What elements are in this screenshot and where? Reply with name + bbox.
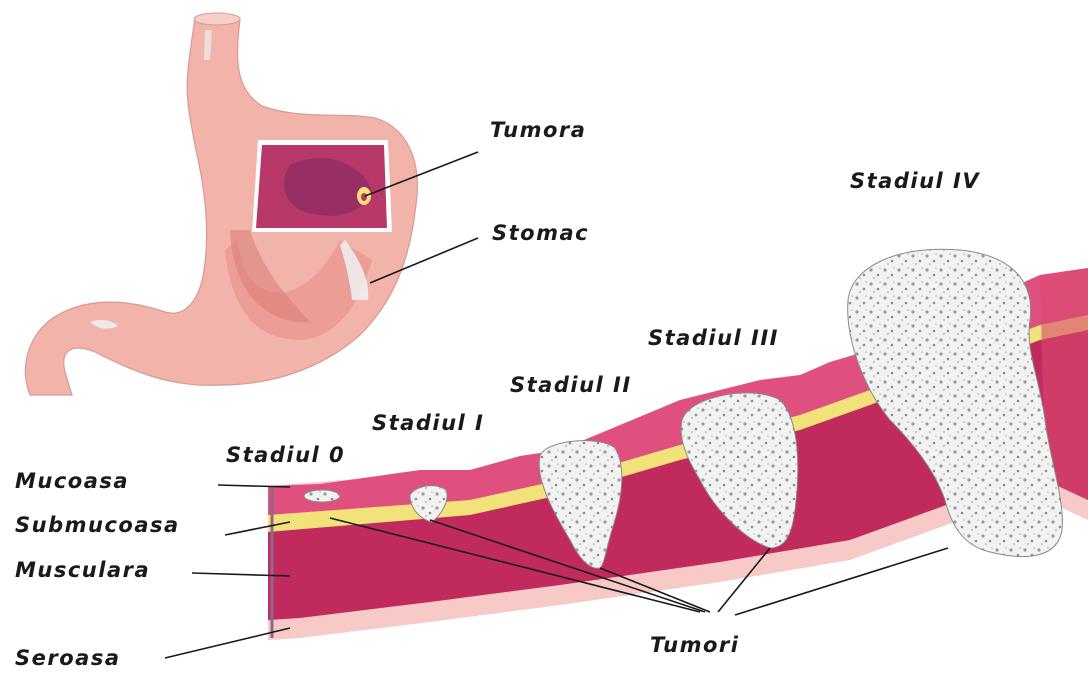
leader-seroasa xyxy=(165,628,290,658)
gastric-tumor-core xyxy=(361,193,367,201)
label-musculara: Musculara xyxy=(15,558,150,582)
label-stadiul-3: Stadiul III xyxy=(648,326,779,350)
esophagus-opening xyxy=(194,13,240,25)
label-tumori: Tumori xyxy=(650,633,739,657)
label-seroasa: Seroasa xyxy=(15,646,121,670)
label-stadiul-1: Stadiul I xyxy=(372,411,484,435)
label-stadiul-0: Stadiul 0 xyxy=(226,443,345,467)
tumor-stage-0 xyxy=(304,490,340,502)
label-stadiul-2: Stadiul II xyxy=(510,373,632,397)
label-mucoasa: Mucoasa xyxy=(15,469,129,493)
stomach-illustration xyxy=(25,13,417,395)
label-submucoasa: Submucoasa xyxy=(15,513,180,537)
label-stomac: Stomac xyxy=(492,221,589,245)
label-stadiul-4: Stadiul IV xyxy=(850,169,980,193)
label-tumora: Tumora xyxy=(490,118,586,142)
